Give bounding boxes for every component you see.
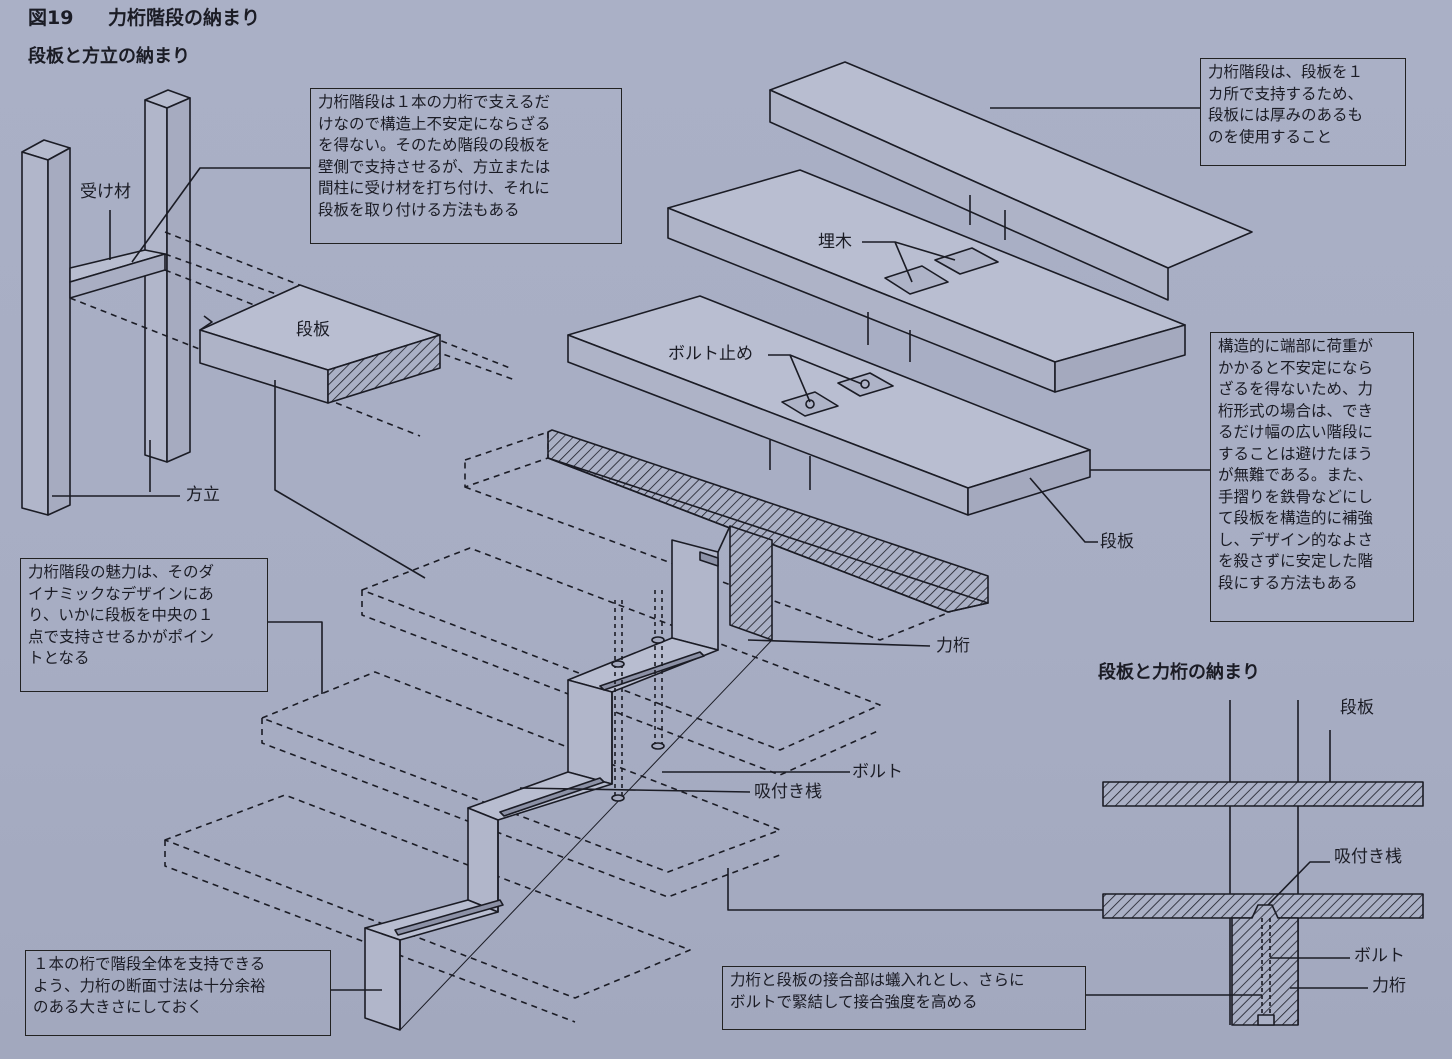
label-section-chikara-keta: 力桁 xyxy=(1372,976,1406,996)
upper-tread-top xyxy=(769,61,1253,301)
label-bolt-stop: ボルト止め xyxy=(668,344,753,364)
chikara-keta-leader xyxy=(747,639,931,647)
note-top-center-leader xyxy=(131,167,310,263)
riser-detail-title: 段板と方立の納まり xyxy=(28,46,190,67)
left-tread xyxy=(199,284,441,404)
note-bottom-center-leader-top xyxy=(727,868,1105,911)
section-suitsuki-zan-leader xyxy=(1267,861,1330,906)
label-suitsuki-zan: 吸付き桟 xyxy=(754,782,822,802)
note-bottom-left: １本の桁で階段全体を支持できる よう、力桁の断面寸法は十分余裕 のある大きさにし… xyxy=(25,950,331,1036)
note-right: 構造的に端部に荷重が かかると不安定になら ざるを得ないため、力 桁形式の場合は… xyxy=(1210,332,1414,622)
label-dan-ita-left: 段板 xyxy=(296,320,330,340)
stringer-detail-title: 段板と力桁の納まり xyxy=(1098,662,1260,683)
figure-number: 図19 xyxy=(28,7,74,29)
ghost-treads xyxy=(164,431,951,1023)
stringer-beam xyxy=(364,525,773,1031)
suitsuki-zan-bars xyxy=(394,551,719,936)
label-ukezai: 受け材 xyxy=(80,182,131,202)
note-mid-left: 力桁階段の魅力は、そのダ イナミックなデザインにあ り、いかに段板を中央の１ 点… xyxy=(20,558,268,692)
label-section-suitsuki-zan: 吸付き桟 xyxy=(1334,847,1402,867)
note-bottom-center: 力桁と段板の接合部は蟻入れとし、さらに ボルトで緊結して接合強度を高める xyxy=(722,966,1086,1030)
label-section-dan-ita: 段板 xyxy=(1340,698,1374,718)
label-umeki: 埋木 xyxy=(818,232,852,252)
note-mid-left-leader xyxy=(268,621,323,694)
bolt-dashed-lines xyxy=(614,590,663,800)
label-bolt: ボルト xyxy=(852,762,903,782)
label-dan-ita-right: 段板 xyxy=(1100,532,1134,552)
note-mid-left-leader-top xyxy=(274,380,426,579)
left-post-back xyxy=(144,89,191,463)
bolt-heads xyxy=(611,636,665,802)
figure-title: 力桁階段の納まり xyxy=(108,7,261,29)
note-top-right: 力桁階段は、段板を１ カ所で支持するため、 段板には厚みのあるも のを使用するこ… xyxy=(1200,58,1406,166)
suitsuki-zan-leader xyxy=(519,787,751,793)
label-chikara-keta: 力桁 xyxy=(936,636,970,656)
dan-ita-right-leader xyxy=(1029,477,1098,543)
note-top-center: 力桁階段は１本の力桁で支えるだ けなので構造上不安定にならざる を得ない。そのた… xyxy=(310,88,622,244)
section-detail xyxy=(1102,700,1424,1026)
middle-tread xyxy=(667,169,1186,393)
left-post-front xyxy=(21,139,71,516)
label-section-bolt: ボルト xyxy=(1354,946,1405,966)
label-houdate: 方立 xyxy=(186,485,220,505)
lower-tread xyxy=(567,295,1091,516)
